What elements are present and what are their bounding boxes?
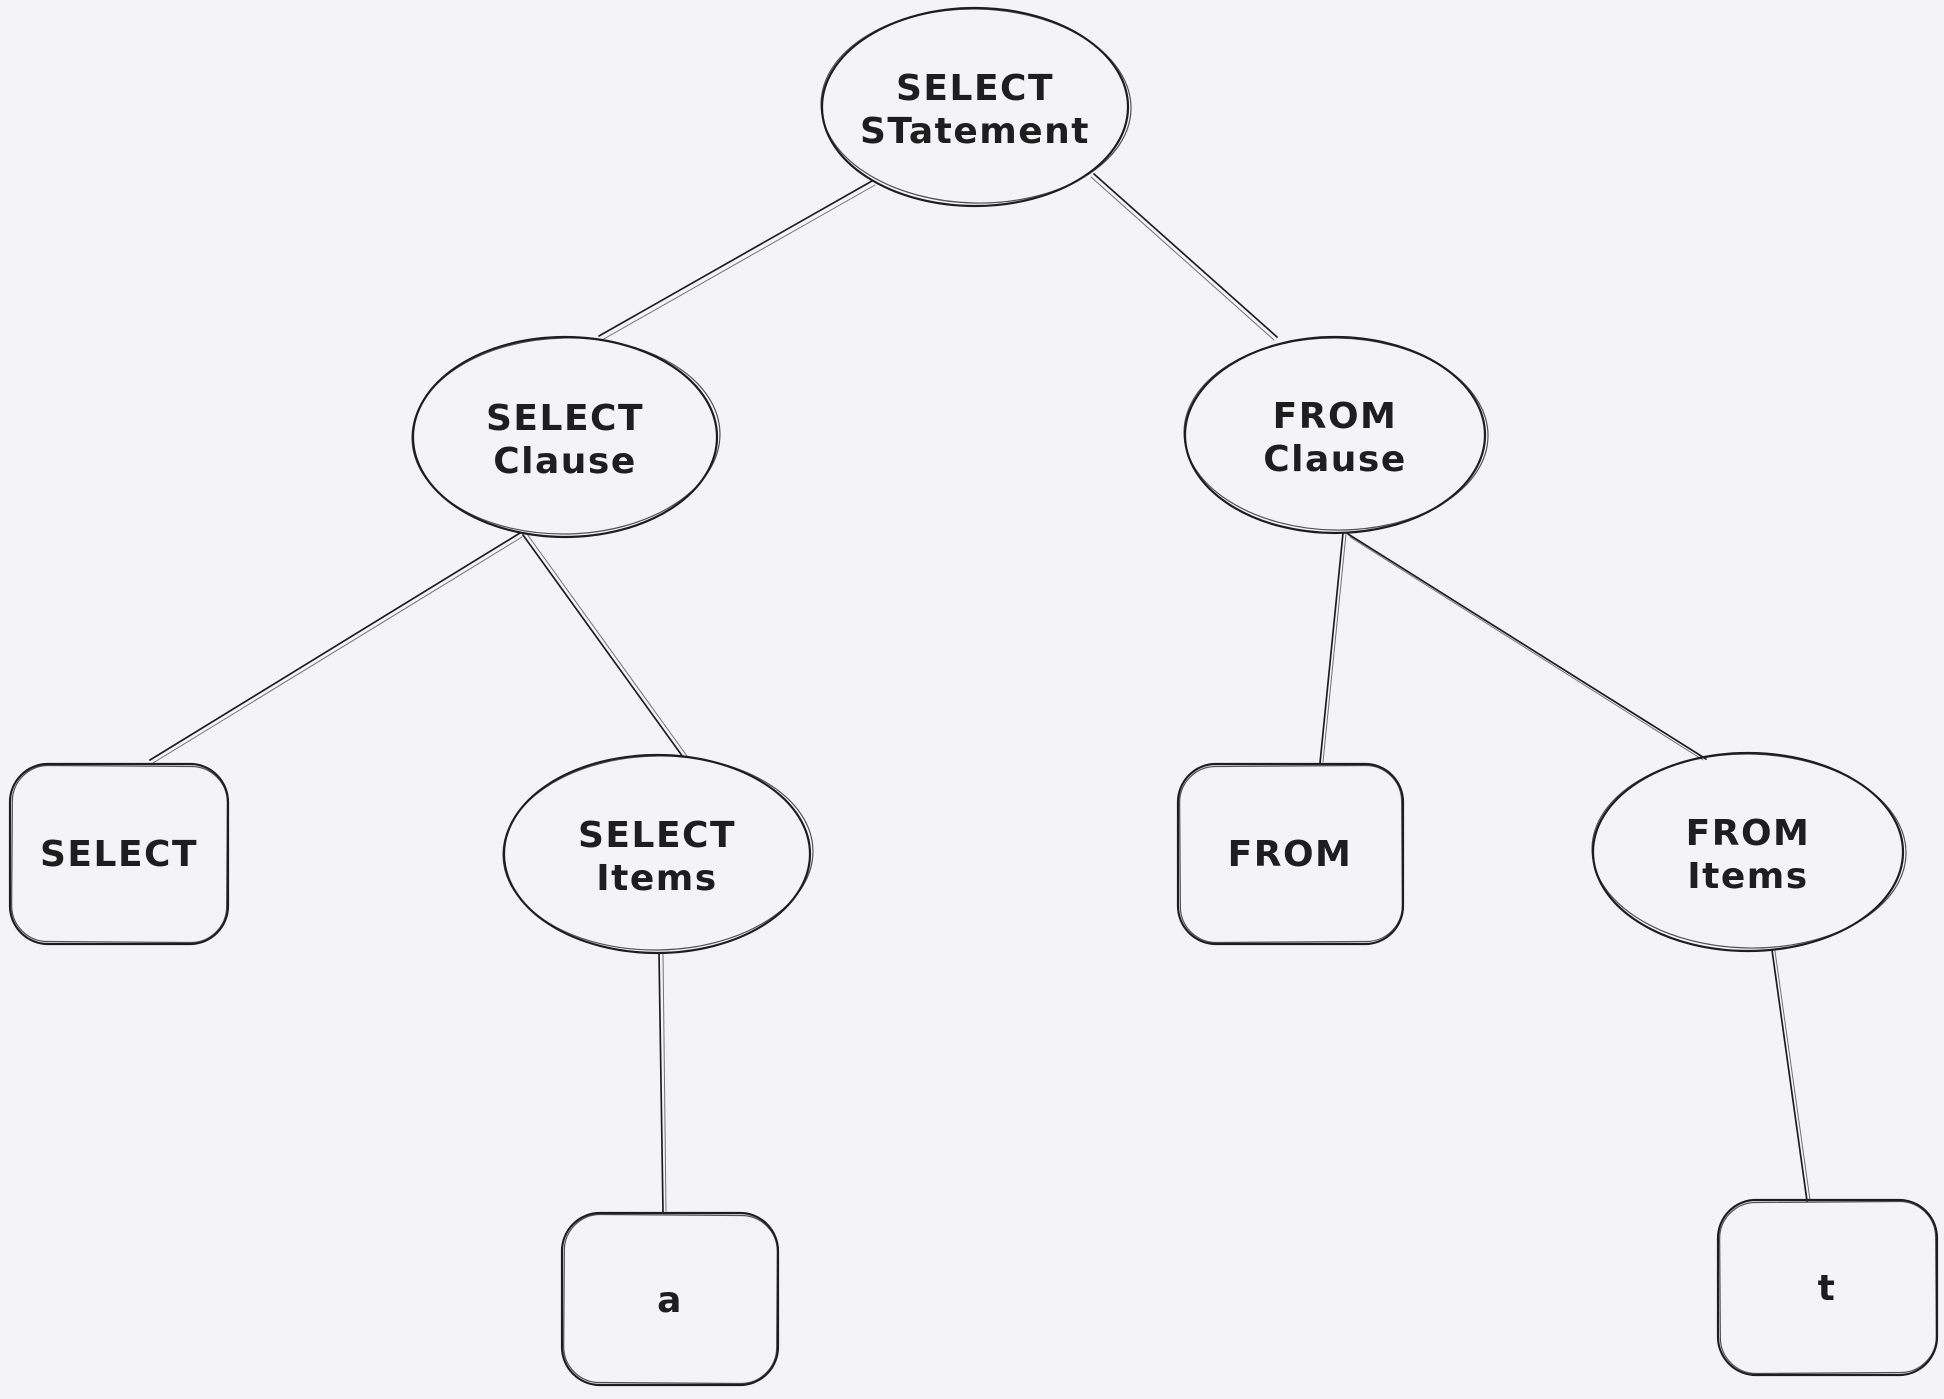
edge-select-statement-to-from-clause[interactable] — [1090, 173, 1278, 341]
node-from-clause-label-line2: Clause — [1263, 439, 1407, 480]
node-select-items-label-line2: Items — [596, 858, 717, 899]
node-select-keyword[interactable]: SELECT — [8, 762, 230, 946]
node-table-t[interactable]: t — [1716, 1198, 1939, 1377]
edge-select-statement-to-select-clause[interactable] — [598, 180, 876, 341]
node-table-t-label: t — [1818, 1268, 1837, 1309]
node-from-items-label-line1: FROM — [1686, 813, 1811, 854]
node-select-statement-label-line1: SELECT — [896, 68, 1054, 109]
node-from-keyword-label: FROM — [1228, 834, 1353, 875]
edge-select-clause-to-select-keyword[interactable] — [149, 532, 523, 764]
node-from-items[interactable]: FROM Items — [1590, 751, 1908, 953]
node-select-statement-label-line2: STatement — [860, 111, 1090, 152]
node-select-statement[interactable]: SELECT STatement — [819, 6, 1133, 208]
node-column-a[interactable]: a — [560, 1211, 780, 1387]
node-from-clause-label-line1: FROM — [1273, 396, 1398, 437]
node-select-keyword-label: SELECT — [40, 834, 198, 875]
node-select-clause-label-line1: SELECT — [486, 398, 644, 439]
edge-from-items-to-table-t[interactable] — [1771, 949, 1811, 1202]
node-from-clause[interactable]: FROM Clause — [1182, 335, 1489, 535]
node-select-clause[interactable]: SELECT Clause — [410, 335, 722, 539]
node-column-a-label: a — [657, 1280, 683, 1321]
edge-select-items-to-column-a[interactable] — [658, 952, 667, 1213]
node-select-items[interactable]: SELECT Items — [501, 753, 814, 955]
node-from-items-label-line2: Items — [1687, 856, 1808, 897]
edge-from-clause-to-from-keyword[interactable] — [1319, 532, 1347, 764]
node-select-items-label-line1: SELECT — [578, 815, 736, 856]
edge-from-clause-to-from-items[interactable] — [1347, 533, 1707, 761]
edge-select-clause-to-select-items[interactable] — [522, 533, 688, 758]
node-select-clause-label-line2: Clause — [493, 441, 637, 482]
node-from-keyword[interactable]: FROM — [1176, 762, 1405, 946]
